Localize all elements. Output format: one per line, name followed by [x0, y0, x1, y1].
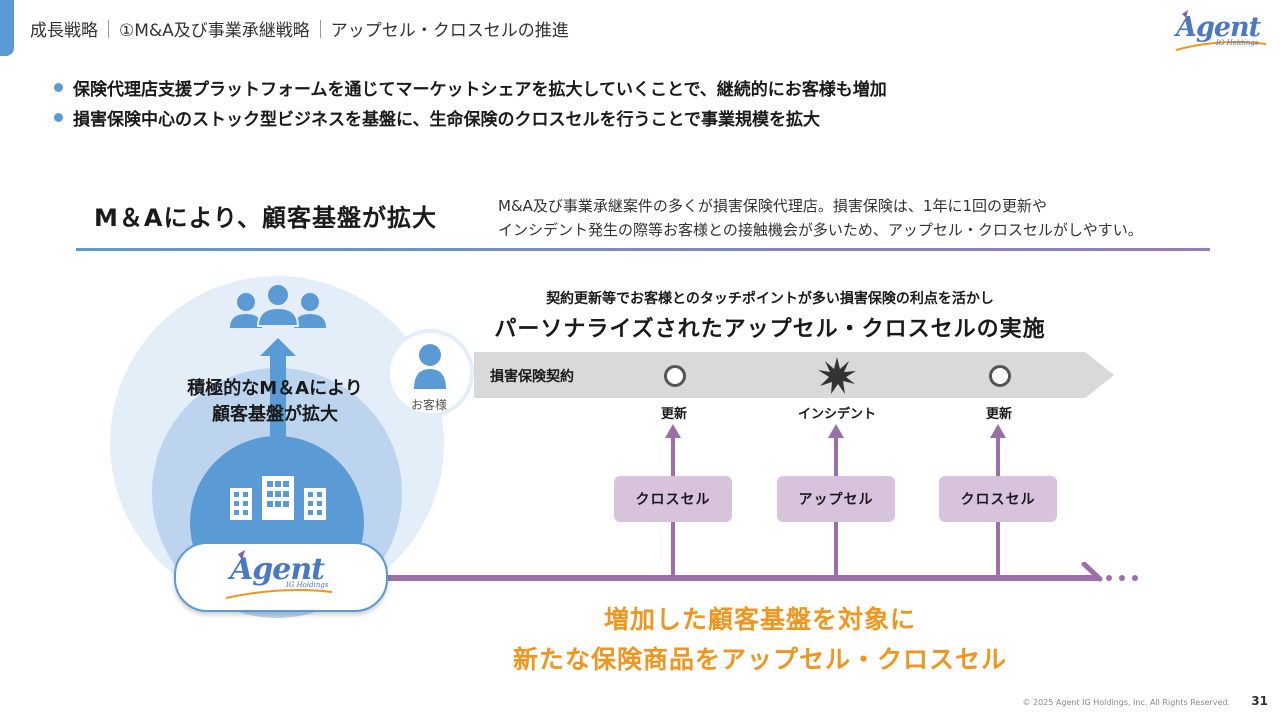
logo-subtitle: IG Holdings — [1216, 39, 1259, 47]
badge-logo-subtitle: IG Holdings — [286, 581, 329, 589]
renewal-node — [989, 365, 1011, 387]
list-item: 損害保険中心のストック型ビジネスを基盤に、生命保険のクロスセルを行うことで事業規… — [54, 102, 887, 132]
bullet-dot-icon — [54, 112, 63, 122]
arrow-up-icon — [665, 424, 681, 438]
bullet-text: 保険代理店支援プラットフォームを通じてマーケットシェアを拡大していくことで、継続… — [73, 79, 887, 100]
event-label: インシデント — [797, 407, 876, 422]
action-label: クロスセル — [635, 492, 711, 508]
growth-arrow-icon — [260, 338, 296, 450]
action-box-crosssell: クロスセル — [939, 476, 1057, 522]
bullet-dot-icon — [54, 82, 63, 92]
company-logo: Agent IG Holdings — [1170, 8, 1270, 56]
action-label: アップセル — [798, 492, 874, 508]
section-divider — [76, 248, 1210, 251]
breadcrumb-item: 成長戦略 — [30, 21, 98, 41]
action-label: クロスセル — [960, 492, 1036, 508]
renewal-node — [664, 365, 686, 387]
customer-icon — [414, 344, 446, 389]
conclusion-line: 新たな保険商品をアップセル・クロスセル — [512, 645, 1007, 674]
conclusion-text: 増加した顧客基盤を対象に 新たな保険商品をアップセル・クロスセル — [400, 600, 1120, 680]
circle-caption-line: 積極的なM＆Aにより — [187, 378, 363, 399]
bullet-list: 保険代理店支援プラットフォームを通じてマーケットシェアを拡大していくことで、継続… — [54, 72, 887, 132]
event-label: 更新 — [985, 407, 1012, 422]
logo-swoosh-icon — [1175, 10, 1267, 51]
people-group-icon — [230, 283, 326, 328]
copyright: © 2025 Agent IG Holdings, Inc. All Right… — [1022, 698, 1230, 707]
timeline-line — [380, 575, 1100, 581]
logo-wordmark: Agent — [1176, 12, 1261, 43]
contract-label: 損害保険契約 — [490, 369, 574, 385]
section-description: M&A及び事業承継案件の多くが損害保険代理店。損害保険は、1年に1回の更新や イ… — [498, 194, 1143, 242]
buildings-icon — [230, 476, 326, 520]
list-item: 保険代理店支援プラットフォームを通じてマーケットシェアを拡大していくことで、継続… — [54, 72, 887, 102]
conclusion-line: 増加した顧客基盤を対象に — [603, 605, 916, 634]
action-box-upsell: アップセル — [777, 476, 895, 522]
badge-logo: Agent IG Holdings — [226, 550, 336, 602]
breadcrumb-item: アップセル・クロスセルの推進 — [330, 21, 569, 41]
breadcrumb: 成長戦略 ①M&A及び事業承継戦略 アップセル・クロスセルの推進 — [30, 16, 569, 41]
ellipsis-dot — [1132, 575, 1138, 581]
event-label: 更新 — [660, 407, 687, 422]
section-title: M＆Aにより、顧客基盤が拡大 — [94, 204, 438, 232]
timeline-arrowhead-icon — [1081, 562, 1103, 582]
company-badge — [174, 542, 388, 612]
accent-tab — [0, 0, 14, 56]
badge-logo-wordmark: Agent — [230, 552, 325, 587]
incident-burst-icon — [818, 357, 856, 394]
ellipsis-dot — [1119, 575, 1125, 581]
bullet-text: 損害保険中心のストック型ビジネスを基盤に、生命保険のクロスセルを行うことで事業規… — [73, 109, 820, 130]
description-line: インシデント発生の際等お客様との接触機会が多いため、アップセル・クロスセルがしや… — [498, 221, 1143, 239]
description-line: M&A及び事業承継案件の多くが損害保険代理店。損害保険は、1年に1回の更新や — [498, 197, 1047, 215]
circle-caption-line: 顧客基盤が拡大 — [212, 404, 338, 425]
diagram-subheading: 契約更新等でお客様とのタッチポイントが多い損害保険の利点を活かし — [546, 291, 994, 307]
arrow-up-icon — [828, 424, 844, 438]
breadcrumb-separator — [319, 19, 321, 38]
circle-caption: 積極的なM＆Aにより 顧客基盤が拡大 — [170, 376, 380, 428]
arrow-up-icon — [990, 424, 1006, 438]
breadcrumb-separator — [108, 19, 109, 38]
badge-logo-swoosh-icon — [226, 550, 333, 599]
breadcrumb-item: ①M&A及び事業承継戦略 — [119, 21, 310, 41]
ellipsis-dot — [1106, 575, 1112, 581]
action-box-crosssell: クロスセル — [614, 476, 732, 522]
page-number: 31 — [1251, 694, 1268, 708]
customer-label: お客様 — [410, 398, 447, 412]
diagram-heading: パーソナライズされたアップセル・クロスセルの実施 — [494, 317, 1046, 342]
